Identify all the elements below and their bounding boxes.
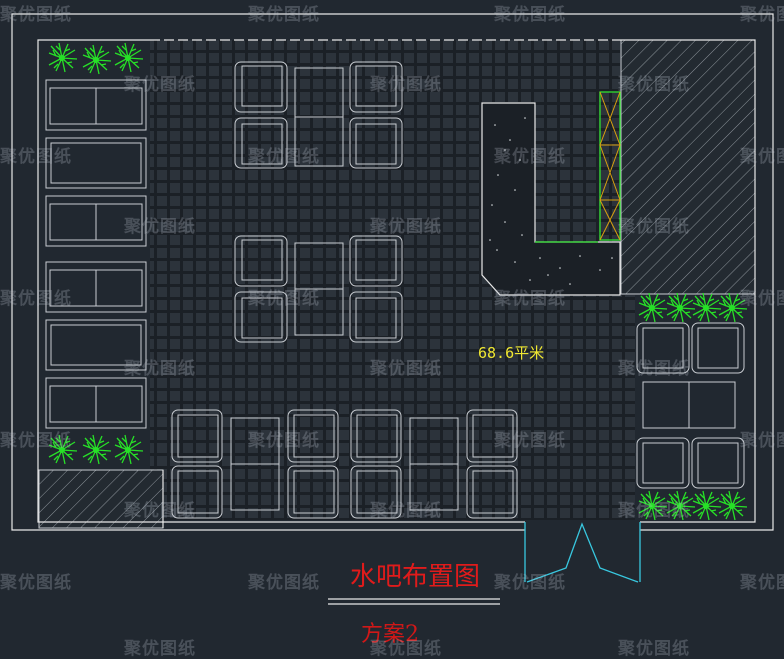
watermark: 聚优图纸	[124, 359, 196, 379]
hatched-area-top-right	[620, 39, 756, 295]
center-seating	[234, 61, 403, 343]
watermark: 聚优图纸	[370, 217, 442, 237]
bottom-seating	[171, 409, 518, 519]
area-label: 68.6平米	[478, 344, 545, 362]
hatched-area-bottom-left	[38, 469, 164, 529]
plant-icon-group-right-top	[638, 292, 748, 323]
watermark: 聚优图纸	[248, 147, 320, 167]
watermark: 聚优图纸	[618, 359, 690, 379]
watermark: 聚优图纸	[124, 639, 196, 659]
watermark: 聚优图纸	[494, 573, 566, 593]
watermark: 聚优图纸	[248, 431, 320, 451]
watermark: 聚优图纸	[124, 501, 196, 521]
bar-counter	[481, 91, 621, 296]
watermark: 聚优图纸	[618, 217, 690, 237]
watermark: 聚优图纸	[740, 5, 784, 25]
watermark: 聚优图纸	[0, 289, 72, 309]
watermark: 聚优图纸	[494, 5, 566, 25]
watermark: 聚优图纸	[0, 431, 72, 451]
watermark: 聚优图纸	[740, 289, 784, 309]
walls	[11, 13, 774, 531]
watermark: 聚优图纸	[248, 573, 320, 593]
watermark: 聚优图纸	[0, 147, 72, 167]
drawing-subtitle: 方案2	[361, 622, 419, 647]
right-seating	[636, 322, 745, 489]
drawing-title: 水吧布置图	[349, 562, 480, 592]
title-underline	[328, 598, 500, 605]
tile-floor-right	[620, 295, 635, 520]
watermark: 聚优图纸	[370, 501, 442, 521]
watermark: 聚优图纸	[740, 431, 784, 451]
watermark: 聚优图纸	[248, 5, 320, 25]
watermark: 聚优图纸	[370, 359, 442, 379]
watermark: 聚优图纸	[618, 75, 690, 95]
watermark: 聚优图纸	[740, 147, 784, 167]
watermark: 聚优图纸	[618, 501, 690, 521]
watermark: 聚优图纸	[370, 639, 442, 659]
left-seating	[45, 79, 147, 429]
watermark: 聚优图纸	[370, 75, 442, 95]
door-swing-icon	[524, 522, 641, 583]
watermark: 聚优图纸	[618, 639, 690, 659]
watermark: 聚优图纸	[0, 5, 72, 25]
watermark: 聚优图纸	[494, 289, 566, 309]
watermark: 聚优图纸	[0, 573, 72, 593]
watermark: 聚优图纸	[494, 431, 566, 451]
watermark: 聚优图纸	[124, 217, 196, 237]
watermark: 聚优图纸	[124, 75, 196, 95]
watermark: 聚优图纸	[740, 573, 784, 593]
watermark: 聚优图纸	[494, 147, 566, 167]
watermark: 聚优图纸	[248, 289, 320, 309]
